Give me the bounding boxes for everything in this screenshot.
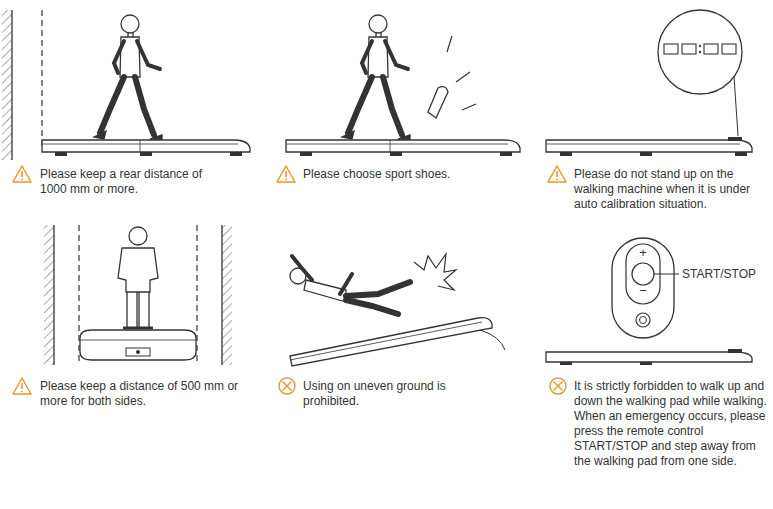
remote-control-part bbox=[640, 362, 652, 365]
uneven-ground-figure-part bbox=[480, 330, 505, 350]
calibration-figure-part bbox=[734, 76, 738, 136]
sport-shoes-figure-part bbox=[447, 36, 476, 110]
side-distance-figure-part bbox=[44, 225, 54, 365]
remote-control-part bbox=[728, 349, 742, 353]
remote-control-part bbox=[546, 352, 752, 362]
uneven-ground-figure-part bbox=[292, 256, 352, 294]
button-symbol: + bbox=[633, 246, 653, 259]
remote-control-part bbox=[636, 313, 650, 327]
warning-icon-part bbox=[548, 166, 566, 182]
prohibited-icon-part bbox=[279, 378, 295, 394]
rear-distance-figure-part bbox=[140, 152, 152, 156]
calibration-figure-part-part bbox=[722, 44, 736, 54]
remote-control bbox=[546, 238, 752, 365]
sport-shoes-figure bbox=[286, 15, 520, 156]
rear-distance-figure bbox=[2, 10, 250, 160]
remote-control-part bbox=[632, 263, 654, 285]
sport-shoes-figure-part bbox=[390, 140, 391, 152]
calibration-figure-part bbox=[546, 144, 740, 145]
uneven-ground-figure-part bbox=[290, 318, 492, 366]
side-distance-figure-part bbox=[53, 225, 54, 365]
warning-icon-part bbox=[277, 166, 295, 182]
prohibited-icon-part bbox=[550, 378, 566, 394]
prohibition-note: It is strictly forbidden to walk up and … bbox=[574, 379, 769, 469]
calibration-figure-part-part bbox=[664, 44, 678, 54]
uneven-ground-figure-part bbox=[414, 254, 456, 290]
side-distance-figure-part bbox=[222, 225, 232, 365]
rear-distance-figure-part bbox=[94, 15, 162, 139]
uneven-ground-figure-part bbox=[346, 282, 410, 314]
calibration-figure-part-part bbox=[704, 44, 718, 54]
calibration-figure-part bbox=[699, 45, 701, 47]
sport-shoes-figure-part bbox=[390, 152, 402, 156]
rear-distance-figure-part bbox=[41, 10, 42, 150]
calibration-figure-part bbox=[728, 137, 742, 141]
side-distance-figure-part bbox=[80, 330, 196, 360]
calibration-figure-part bbox=[658, 10, 742, 94]
rear-distance-figure-part bbox=[230, 152, 242, 156]
sport-shoes-figure-part bbox=[428, 87, 448, 118]
rear-distance-figure-part bbox=[42, 140, 250, 152]
calibration-figure-part bbox=[640, 152, 652, 156]
side-distance-figure-part bbox=[118, 248, 158, 292]
uneven-ground-figure bbox=[290, 254, 505, 366]
side-distance-figure-part bbox=[136, 350, 140, 354]
warning-icon-part bbox=[13, 378, 31, 394]
prohibition-note: Using on uneven ground is prohibited. bbox=[303, 379, 483, 409]
calibration-figure-part bbox=[546, 140, 752, 152]
side-distance-figure-part bbox=[126, 348, 150, 356]
side-distance-figure-part bbox=[221, 225, 222, 365]
side-distance-figure bbox=[44, 225, 232, 365]
remote-control-part bbox=[612, 238, 674, 338]
button-label: START/STOP bbox=[682, 267, 770, 282]
warning-note: Please keep a distance of 500 mm or more… bbox=[40, 379, 245, 409]
calibration-figure-part bbox=[560, 152, 572, 156]
warning-note: Please keep a rear distance of 1000 mm o… bbox=[40, 167, 232, 197]
side-distance-figure-part bbox=[129, 227, 147, 245]
side-distance-figure-part bbox=[123, 327, 153, 330]
side-distance-figure-part bbox=[127, 292, 149, 328]
calibration-figure bbox=[546, 10, 752, 156]
rear-distance-figure-part bbox=[55, 152, 67, 156]
rear-distance-figure-part bbox=[140, 140, 141, 152]
button-symbol: − bbox=[633, 284, 653, 297]
sport-shoes-figure-part bbox=[500, 152, 512, 156]
sport-shoes-figure-part bbox=[286, 144, 508, 145]
side-distance-figure-part bbox=[80, 340, 196, 341]
sport-shoes-figure-part bbox=[342, 15, 410, 139]
warning-note: Please choose sport shoes. bbox=[303, 167, 503, 182]
uneven-ground-figure-part bbox=[290, 322, 482, 360]
calibration-figure-part-part bbox=[682, 44, 696, 54]
remote-control-part bbox=[560, 362, 572, 365]
warning-icon bbox=[13, 166, 566, 394]
calibration-figure-part bbox=[664, 44, 736, 54]
calibration-figure-part bbox=[699, 51, 701, 53]
warning-icon-part bbox=[13, 166, 31, 182]
warning-note: Please do not stand up on the walking ma… bbox=[574, 167, 769, 212]
sport-shoes-figure-part bbox=[300, 152, 312, 156]
sport-shoes-figure-part bbox=[286, 140, 520, 152]
rear-distance-figure-part bbox=[11, 10, 12, 160]
remote-control-part bbox=[640, 317, 647, 324]
calibration-figure-part bbox=[735, 152, 747, 156]
remote-control-part bbox=[654, 274, 679, 275]
rear-distance-figure-part bbox=[2, 10, 12, 160]
